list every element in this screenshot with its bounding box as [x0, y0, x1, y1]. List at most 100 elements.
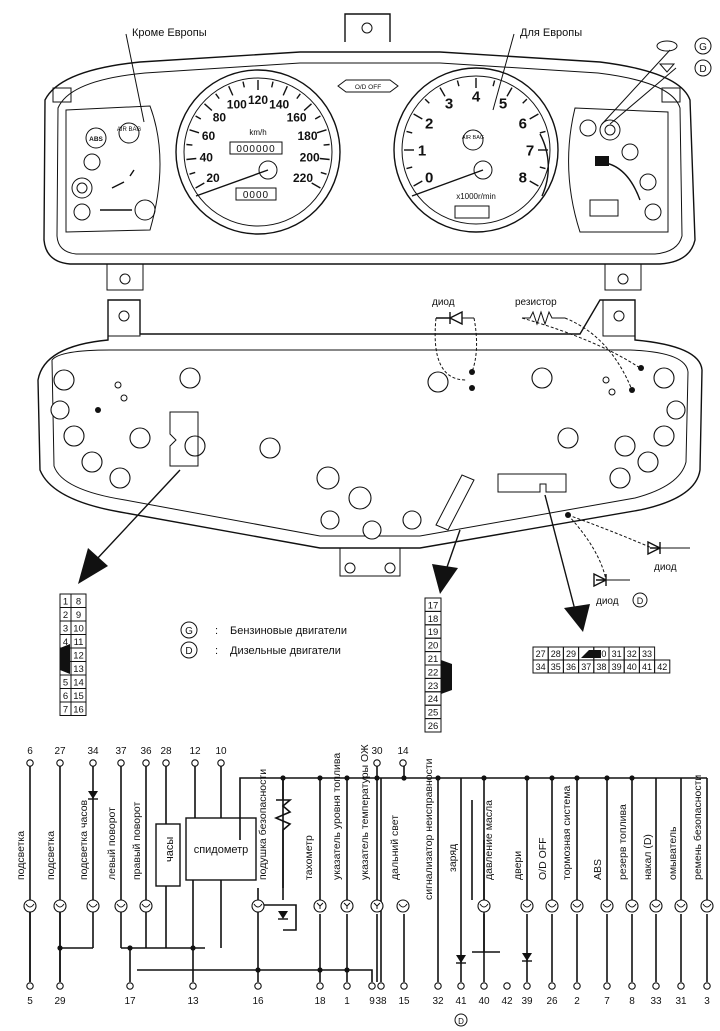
top-pin-terminal [191, 759, 199, 767]
pin-number: 27 [536, 649, 546, 659]
junction-dot [317, 775, 323, 781]
rpm-tick [424, 98, 430, 104]
pin-number: 26 [428, 721, 439, 732]
clock-label: часы [164, 837, 176, 862]
legend-sep-2: : [215, 645, 218, 657]
top-pin-terminal [373, 759, 381, 767]
top-pin-label: 37 [115, 746, 127, 757]
bottom-pin-label: 42 [501, 996, 513, 1007]
lamp-glyph [572, 903, 582, 908]
legend-g-text: Бензиновые двигатели [230, 625, 347, 637]
bottom-pin-terminal [189, 982, 197, 990]
top-pin-terminal [142, 759, 150, 767]
diode-symbol [278, 911, 288, 919]
bottom-pin-terminal [26, 982, 34, 990]
lamp-glyph [373, 902, 381, 909]
speed-tick [215, 93, 220, 100]
speed-tick [189, 129, 200, 134]
circuit-label: сигнализатор неисправности [423, 758, 435, 900]
speed-unit: km/h [249, 128, 266, 137]
left-panel-airbag-label: AIR BAG [117, 127, 142, 133]
rpm-mark: 7 [526, 142, 534, 159]
junction-dot [401, 775, 407, 781]
circuit-label: ABS [592, 859, 604, 880]
speedometer-label: спидометр [194, 844, 249, 856]
bottom-pin-label: 40 [478, 996, 490, 1007]
circuit-label: подсветка часов [78, 799, 90, 880]
rpm-tick [406, 166, 413, 170]
bottom-pin-terminal [400, 982, 408, 990]
lamp-symbol [53, 899, 67, 913]
lamp-symbol [520, 899, 534, 913]
junction-dot [481, 775, 487, 781]
lamp-symbol [570, 899, 584, 913]
circuit-label: омыватель [667, 826, 679, 880]
pin-number: 13 [73, 664, 84, 675]
lamp-symbol [700, 899, 714, 913]
speed-mark: 120 [248, 93, 268, 107]
circuit-label: подсветка [45, 831, 57, 880]
top-pin-label: 6 [27, 746, 33, 757]
speed-mark: 140 [269, 98, 289, 112]
bottom-pin-label: 2 [574, 996, 580, 1007]
pin-number: 37 [581, 662, 591, 672]
speed-tick [204, 103, 213, 112]
connector-arrows [78, 469, 590, 632]
bottom-pin-label: 31 [675, 996, 687, 1007]
schematic-wires [29, 766, 708, 982]
top-pin-terminal [26, 759, 34, 767]
pin-number: 12 [73, 651, 84, 662]
legend-d-badge: D [185, 646, 192, 657]
bottom-pin-terminal [56, 982, 64, 990]
lamp-symbol [23, 899, 37, 913]
bottom-pin-label: 26 [546, 996, 558, 1007]
connector-key [60, 644, 70, 674]
pin-number: 19 [428, 627, 439, 638]
connector-key [441, 660, 452, 694]
pin-number: 40 [627, 662, 637, 672]
circuit-label: дальний свет [389, 815, 401, 880]
speed-mark: 40 [200, 151, 214, 165]
bottom-pin-terminal [503, 982, 511, 990]
speed-tick [186, 143, 193, 146]
bottom-pin-label: 16 [252, 996, 264, 1007]
rpm-tick [413, 113, 423, 120]
wire [471, 800, 500, 953]
lamp-glyph [55, 903, 65, 908]
circuit-label: указатель температуры ОЖ [359, 744, 371, 880]
rpm-tick [439, 87, 446, 97]
circuit-label: левый поворот [106, 807, 118, 880]
bottom-pin-label: 3 [704, 996, 710, 1007]
trip-display: 0000 [243, 190, 269, 201]
lamp-glyph [522, 903, 532, 908]
lamp-symbol [86, 899, 100, 913]
diode-symbol [456, 955, 466, 963]
pin-number: 7 [63, 705, 68, 716]
diode-callout: диод [432, 297, 455, 308]
bottom-pin-label: 8 [629, 996, 635, 1007]
bottom-pin-label: 32 [432, 996, 444, 1007]
rpm-mark: 0 [425, 169, 433, 186]
bottom-pin-terminal [703, 982, 711, 990]
badge-d-top: D [699, 64, 706, 75]
speed-mark: 160 [287, 110, 307, 124]
rpm-tick [539, 166, 546, 170]
rpm-mark: 3 [445, 96, 453, 113]
lamp-glyph [602, 903, 612, 908]
pin-number: 32 [627, 649, 637, 659]
bottom-pin-terminal [652, 982, 660, 990]
speed-tick [189, 171, 196, 175]
pin-number: 14 [73, 678, 84, 689]
speed-mark: 80 [213, 110, 227, 124]
bottom-pin-label: 18 [314, 996, 326, 1007]
junction-dot [574, 775, 580, 781]
bottom-pin-terminal [126, 982, 134, 990]
speed-tick [319, 157, 330, 161]
top-pin-terminal [56, 759, 64, 767]
top-pin-terminal [89, 759, 97, 767]
